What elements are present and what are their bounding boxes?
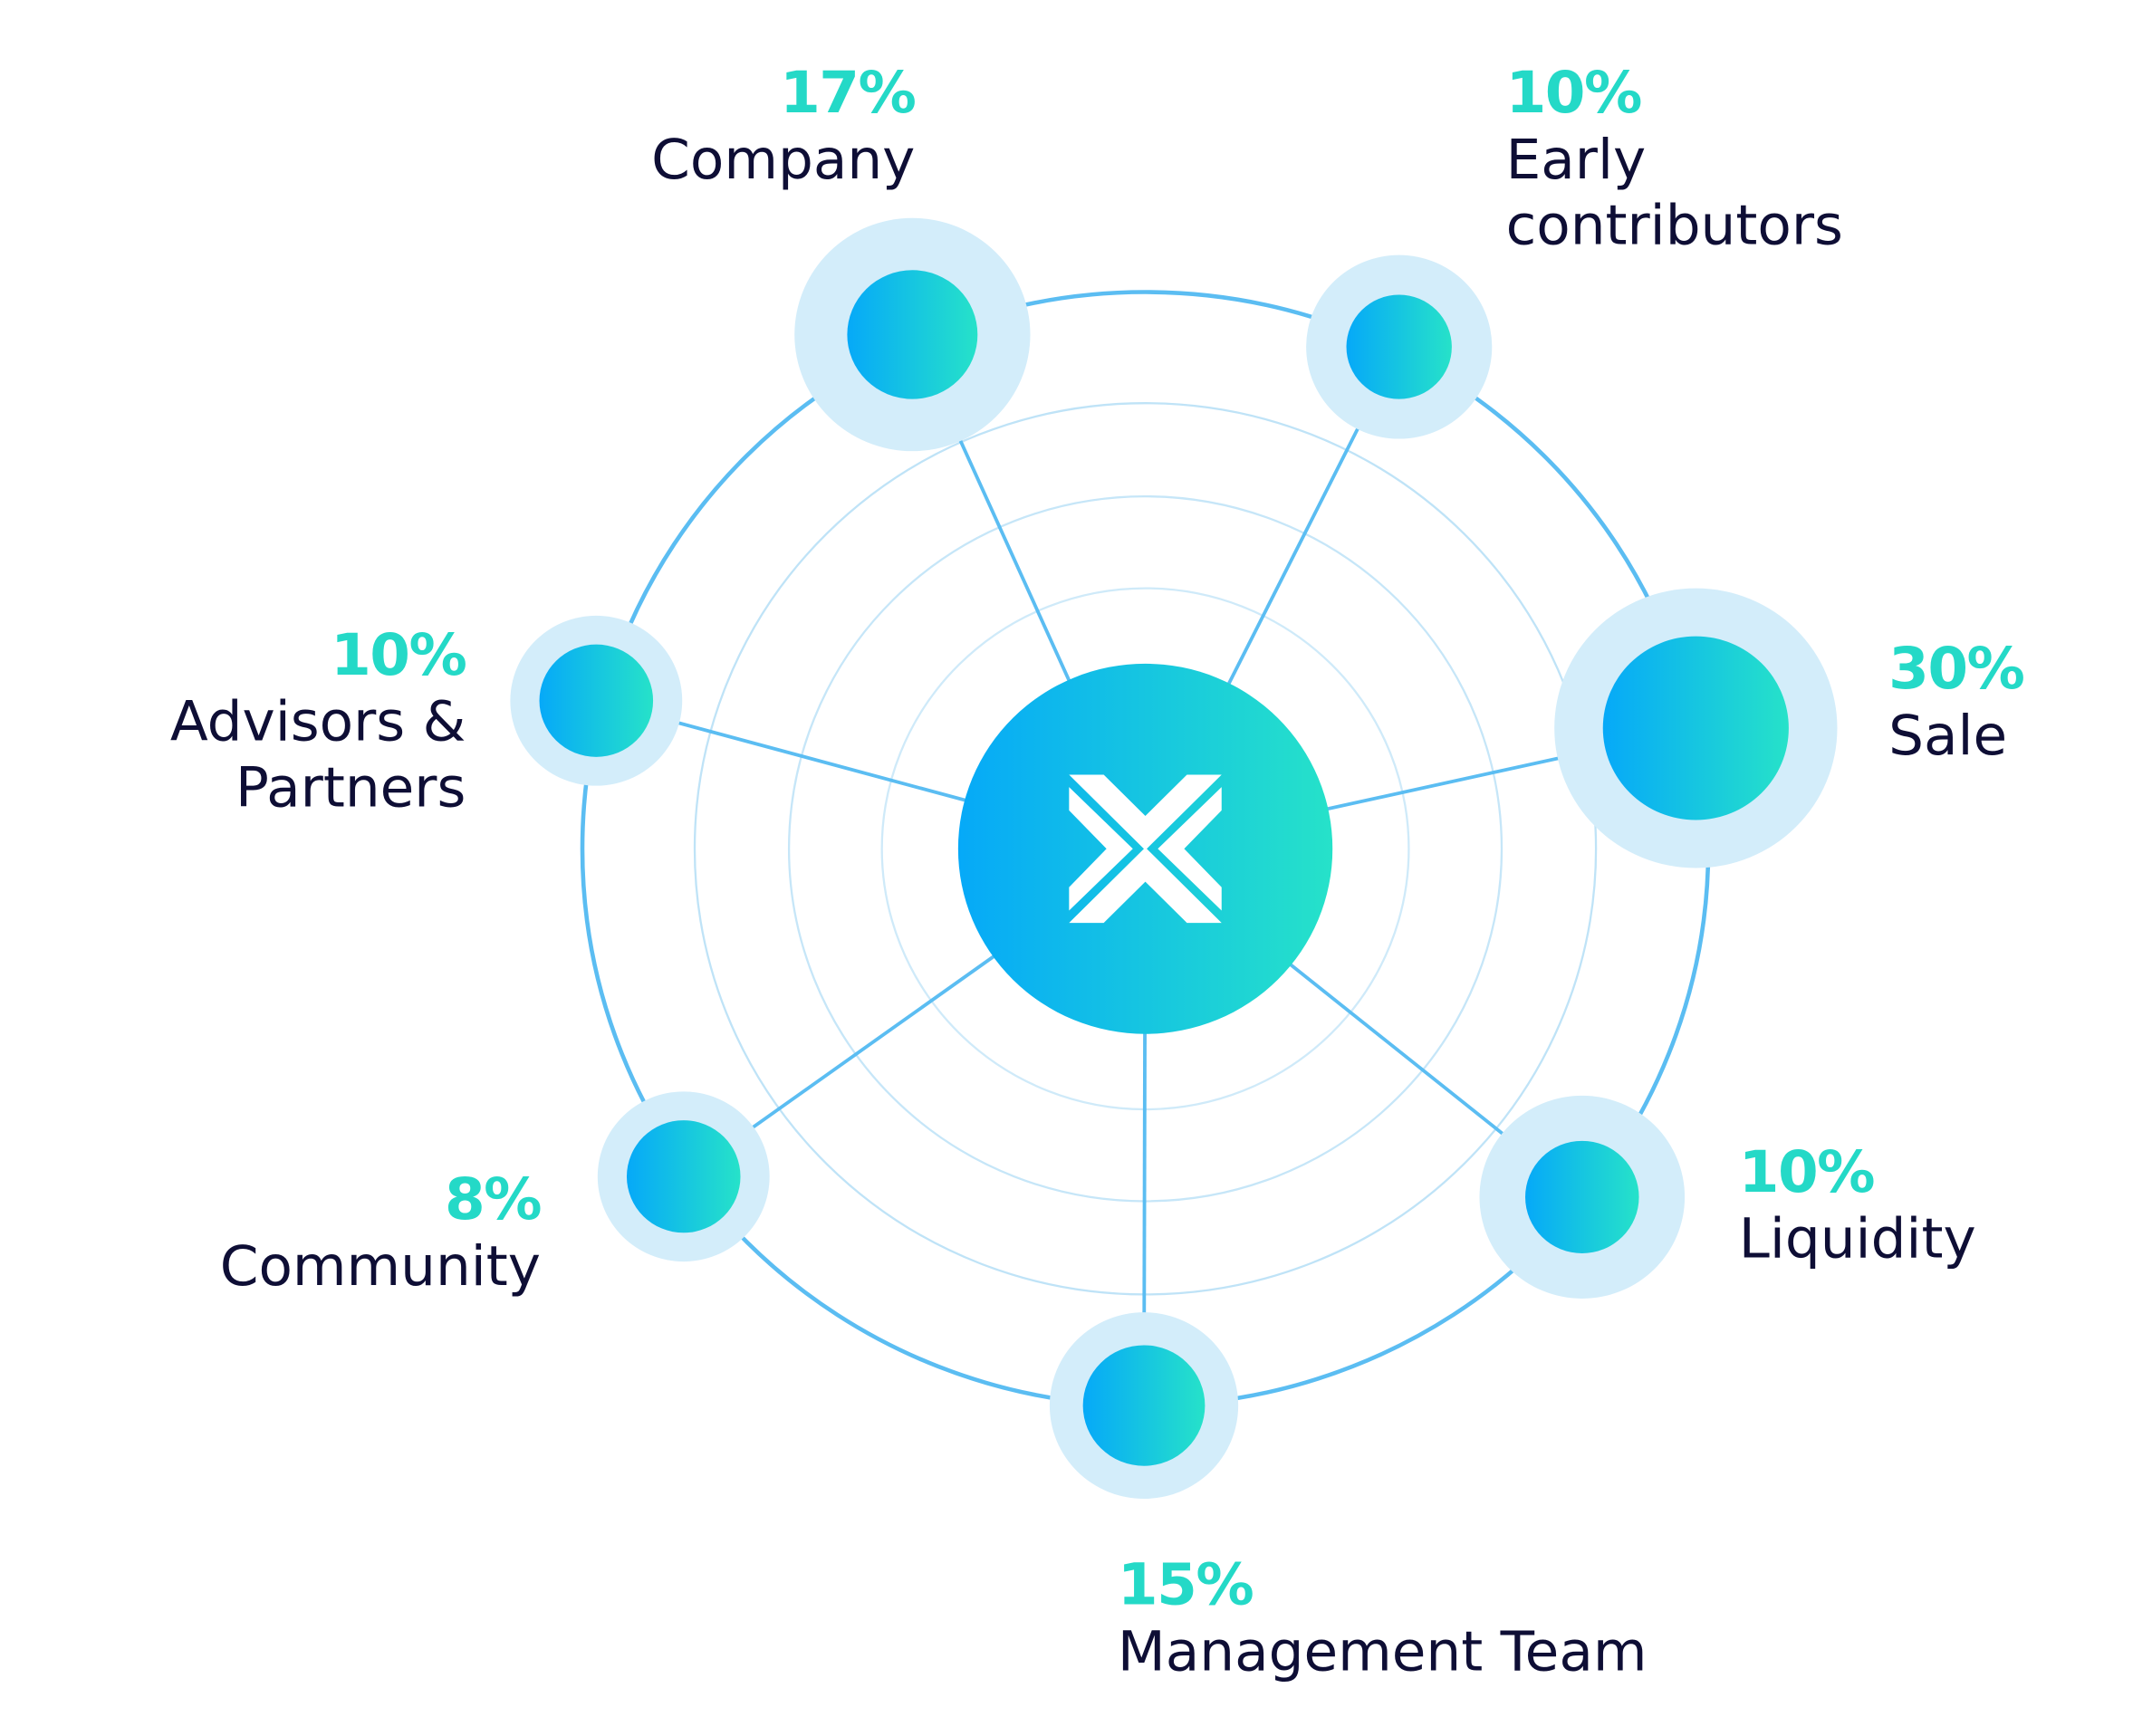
category-label-early-contributors: Early xyxy=(1506,128,1647,192)
node-liquidity xyxy=(1525,1140,1639,1253)
category-label-early-contributors: contributors xyxy=(1506,194,1843,258)
percent-label-community: 8% xyxy=(445,1166,542,1233)
category-label-company: Company xyxy=(651,128,915,192)
node-company xyxy=(847,270,978,399)
node-sale xyxy=(1602,636,1789,820)
node-early-contributors xyxy=(1346,294,1452,399)
percent-label-liquidity: 10% xyxy=(1739,1139,1875,1206)
center-hub xyxy=(957,663,1333,1034)
category-label-advisors-partners: Advisors & xyxy=(170,690,466,754)
percent-label-management-team: 15% xyxy=(1118,1552,1254,1619)
category-label-advisors-partners: Partners xyxy=(235,756,466,820)
labels: 17%Company10%Earlycontributors30%Sale10%… xyxy=(170,60,2026,1684)
category-label-liquidity: Liquidity xyxy=(1739,1207,1976,1271)
nodes xyxy=(510,217,1838,1500)
percent-label-sale: 30% xyxy=(1888,636,2024,703)
category-label-management-team: Management Team xyxy=(1118,1620,1648,1684)
percent-label-company: 17% xyxy=(780,60,916,127)
node-community xyxy=(626,1120,741,1233)
node-management-team xyxy=(1082,1345,1206,1466)
x-logo-icon xyxy=(1069,774,1222,924)
percent-label-early-contributors: 10% xyxy=(1506,60,1642,127)
category-label-sale: Sale xyxy=(1888,704,2007,768)
node-advisors-partners xyxy=(539,644,654,757)
percent-label-advisors-partners: 10% xyxy=(331,622,466,689)
category-label-community: Community xyxy=(220,1234,541,1299)
